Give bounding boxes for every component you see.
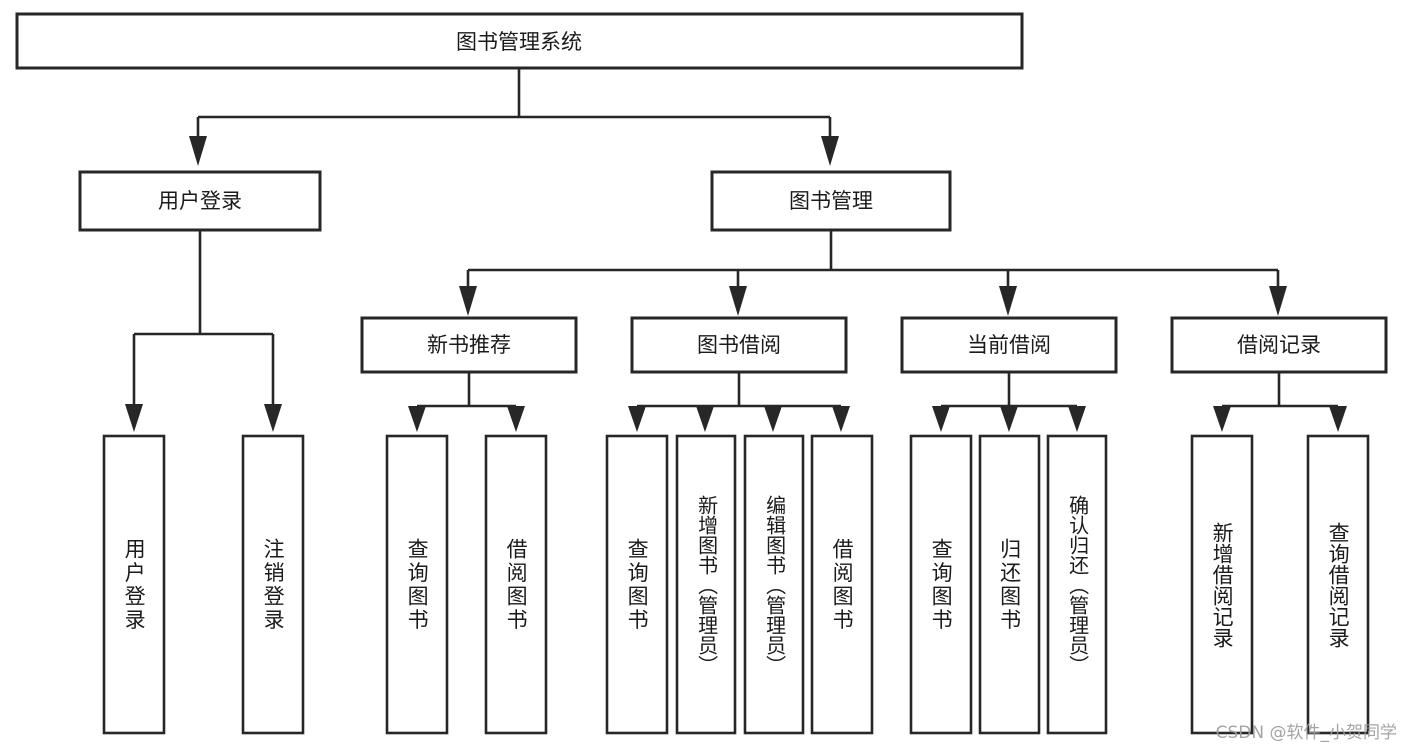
node-book-borrow-box[interactable] bbox=[630, 316, 848, 374]
node-book-mgmt-label: 图书管理 bbox=[789, 189, 873, 213]
arrow-head-book-borrow-leaf3 bbox=[764, 406, 782, 432]
arrow-head-user-login-leaf2 bbox=[264, 404, 282, 432]
node-root-label: 图书管理系统 bbox=[456, 30, 582, 54]
arrow-head-new-book bbox=[459, 286, 477, 316]
arrow-head-book-borrow bbox=[729, 286, 747, 316]
node-root-box[interactable] bbox=[15, 12, 1024, 70]
arrow-head-current-borrow-leaf1 bbox=[932, 406, 950, 432]
node-book-borrow-label: 图书借阅 bbox=[697, 333, 781, 357]
leaf-box-user-login[interactable] bbox=[102, 434, 166, 735]
csdn-watermark: CSDN @软件_小贺同学 bbox=[1215, 723, 1397, 743]
arrow-head-book-borrow-leaf4 bbox=[832, 406, 850, 432]
arrow-head-user-login-leaf1 bbox=[125, 404, 143, 432]
leaf-box-bb-query-book[interactable] bbox=[605, 434, 669, 735]
arrow-head-new-book-leaf1 bbox=[408, 406, 426, 432]
arrow-head-new-book-leaf2 bbox=[507, 406, 525, 432]
leaf-box-nb-borrow-book[interactable] bbox=[484, 434, 548, 735]
leaf-box-br-add-record[interactable] bbox=[1190, 434, 1254, 735]
leaf-box-br-query-record[interactable] bbox=[1306, 434, 1370, 735]
arrow-head-borrow-record-leaf2 bbox=[1329, 406, 1347, 432]
node-current-borrow-label: 当前借阅 bbox=[967, 333, 1051, 357]
arrow-head-user-login bbox=[189, 136, 207, 166]
leaf-box-cb-query-book[interactable] bbox=[909, 434, 973, 735]
node-book-mgmt-box[interactable] bbox=[710, 170, 952, 232]
leaf-box-nb-query-book[interactable] bbox=[385, 434, 449, 735]
leaf-box-cb-confirm-return[interactable] bbox=[1046, 434, 1108, 735]
arrow-head-current-borrow bbox=[999, 286, 1017, 316]
node-current-borrow-box[interactable] bbox=[900, 316, 1118, 374]
arrow-head-book-borrow-leaf2 bbox=[696, 406, 714, 432]
leaf-box-bb-edit-book[interactable] bbox=[743, 434, 805, 735]
node-new-book-box[interactable] bbox=[360, 316, 578, 374]
leaf-box-bb-add-book[interactable] bbox=[675, 434, 737, 735]
node-user-login-label: 用户登录 bbox=[158, 189, 242, 213]
node-new-book-label: 新书推荐 bbox=[427, 333, 511, 357]
node-borrow-record-label: 借阅记录 bbox=[1237, 333, 1321, 357]
arrow-head-book-borrow-leaf1 bbox=[628, 406, 646, 432]
arrow-head-book-mgmt bbox=[821, 136, 839, 166]
leaf-box-logout[interactable] bbox=[241, 434, 305, 735]
node-borrow-record-box[interactable] bbox=[1170, 316, 1388, 374]
arrow-head-current-borrow-leaf2 bbox=[1000, 406, 1018, 432]
leaf-box-cb-return-book[interactable] bbox=[978, 434, 1041, 735]
arrow-head-borrow-record-leaf1 bbox=[1213, 406, 1231, 432]
arrow-head-current-borrow-leaf3 bbox=[1068, 406, 1086, 432]
leaf-box-bb-borrow-book[interactable] bbox=[810, 434, 874, 735]
arrow-head-borrow-record bbox=[1269, 286, 1287, 316]
